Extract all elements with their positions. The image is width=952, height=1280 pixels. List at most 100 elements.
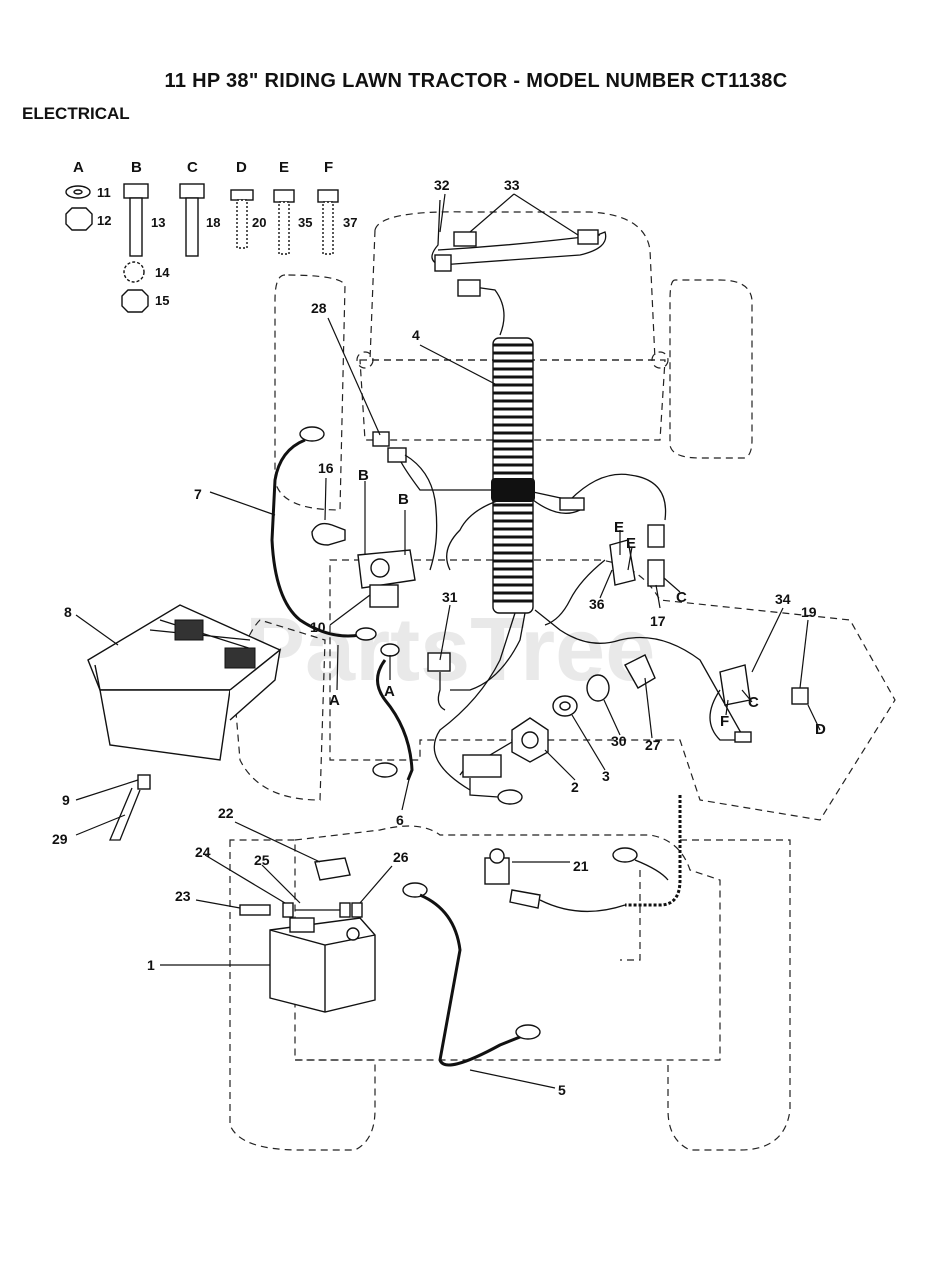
hardware-number-14: 14 — [155, 265, 170, 280]
callout-3: 3 — [602, 768, 610, 784]
solenoid-body — [369, 584, 399, 608]
battery — [269, 917, 376, 1013]
hardware-letter-b: B — [131, 159, 142, 176]
hex-screw-head-icon — [273, 189, 295, 203]
callout-6: 6 — [396, 812, 404, 828]
callout-1: 1 — [147, 957, 155, 973]
callout-28: 28 — [311, 300, 327, 316]
headlight-bulb-left — [453, 231, 477, 247]
drain-hose — [109, 774, 151, 841]
bracket-components — [609, 524, 809, 743]
pto-connector — [509, 889, 541, 909]
callout-30: 30 — [611, 733, 627, 749]
main-wire-harness — [399, 337, 746, 791]
callout-19: 19 — [801, 604, 817, 620]
hardware-number-35: 35 — [298, 215, 312, 230]
harness-connector — [434, 254, 452, 272]
callout-33: 33 — [504, 177, 520, 193]
ref-letter-f: F — [720, 713, 729, 730]
page-title: 11 HP 38" RIDING LAWN TRACTOR - MODEL NU… — [164, 70, 788, 92]
battery-terminal-right — [346, 927, 360, 941]
screw-icon — [236, 199, 248, 249]
callout-4: 4 — [412, 327, 420, 343]
carriage-bolt-head-icon — [179, 183, 205, 199]
headlight-bulb-right — [577, 229, 599, 245]
callout-31: 31 — [442, 589, 458, 605]
ref-letter-c-upper: C — [676, 589, 687, 606]
lock-washer-icon — [123, 261, 145, 283]
ground-cable-7 — [270, 426, 377, 641]
hose-fitting — [137, 774, 151, 790]
hardware-number-11: 11 — [97, 185, 111, 200]
hardware-number-12: 12 — [97, 213, 111, 228]
ignition-connector — [387, 447, 407, 463]
bracket-36 — [609, 539, 636, 586]
hardware-letter-f: F — [324, 159, 333, 176]
callout-29: 29 — [52, 831, 68, 847]
callout-5: 5 — [558, 1082, 566, 1098]
callout-8: 8 — [64, 604, 72, 620]
ref-letter-e-lower: E — [626, 535, 636, 552]
callout-26: 26 — [393, 849, 409, 865]
callout-23: 23 — [175, 888, 191, 904]
ref-letter-a-left: A — [329, 692, 340, 709]
callout-21: 21 — [573, 858, 589, 874]
callout-9: 9 — [62, 792, 70, 808]
callout-16: 16 — [318, 460, 334, 476]
section-title: ELECTRICAL — [22, 104, 130, 123]
hardware-column-letters: A B C D E F — [73, 159, 333, 176]
callout-24: 24 — [195, 844, 211, 860]
solenoid-pin — [311, 522, 346, 546]
battery-assembly — [239, 857, 376, 1013]
callout-2: 2 — [571, 779, 579, 795]
solenoid-assembly — [311, 431, 438, 608]
battery-terminal-left — [289, 917, 315, 933]
hardware-number-15: 15 — [155, 293, 169, 308]
callout-17: 17 — [650, 613, 666, 629]
callout-32: 32 — [434, 177, 450, 193]
interlock-switch — [624, 654, 656, 689]
switch-19 — [791, 687, 809, 705]
seat-switch — [427, 652, 451, 672]
callout-36: 36 — [589, 596, 605, 612]
flange-screw-head-icon — [317, 189, 339, 203]
hex-screw-icon — [278, 201, 290, 255]
ignition-plug — [372, 431, 390, 447]
hardware-number-37: 37 — [343, 215, 357, 230]
terminal-cover — [314, 857, 351, 881]
callout-25: 25 — [254, 852, 270, 868]
callout-10: 10 — [310, 619, 326, 635]
callout-27: 27 — [645, 737, 661, 753]
ref-letter-d: D — [815, 721, 826, 738]
flange-screw-icon — [322, 201, 334, 255]
ref-letter-e-upper: E — [614, 519, 624, 536]
headlight-harness — [431, 199, 607, 336]
switch-17 — [647, 559, 665, 587]
switch-components — [427, 652, 656, 805]
ref-letter-b-right: B — [398, 491, 409, 508]
hardware-letter-e: E — [279, 159, 289, 176]
relay-box — [462, 754, 502, 778]
battery-bolt — [239, 904, 271, 916]
bracket-34 — [719, 664, 751, 706]
bolt-head-icon — [123, 183, 149, 199]
part-callouts: 1 2 3 4 5 6 7 8 9 10 16 17 19 21 22 23 2… — [52, 177, 817, 1098]
ref-letter-b-left: B — [358, 467, 369, 484]
lock-nut-icon — [121, 289, 149, 313]
hardware-letter-a: A — [73, 159, 84, 176]
callout-22: 22 — [218, 805, 234, 821]
bolt-icon — [129, 197, 143, 257]
battery-cable-5 — [402, 882, 541, 1067]
hardware-letter-c: C — [187, 159, 198, 176]
reference-letters: A A B B C C D E E F — [329, 467, 826, 738]
switch-bezel — [586, 674, 610, 702]
harness-plug — [457, 279, 481, 297]
battery-tray — [87, 604, 282, 761]
ref-letter-c-lower: C — [748, 694, 759, 711]
switch-17-top — [647, 524, 665, 548]
hardware-number-13: 13 — [151, 215, 165, 230]
ref-letter-a-right: A — [384, 683, 395, 700]
callout-34: 34 — [775, 591, 791, 607]
hardware-letter-d: D — [236, 159, 247, 176]
